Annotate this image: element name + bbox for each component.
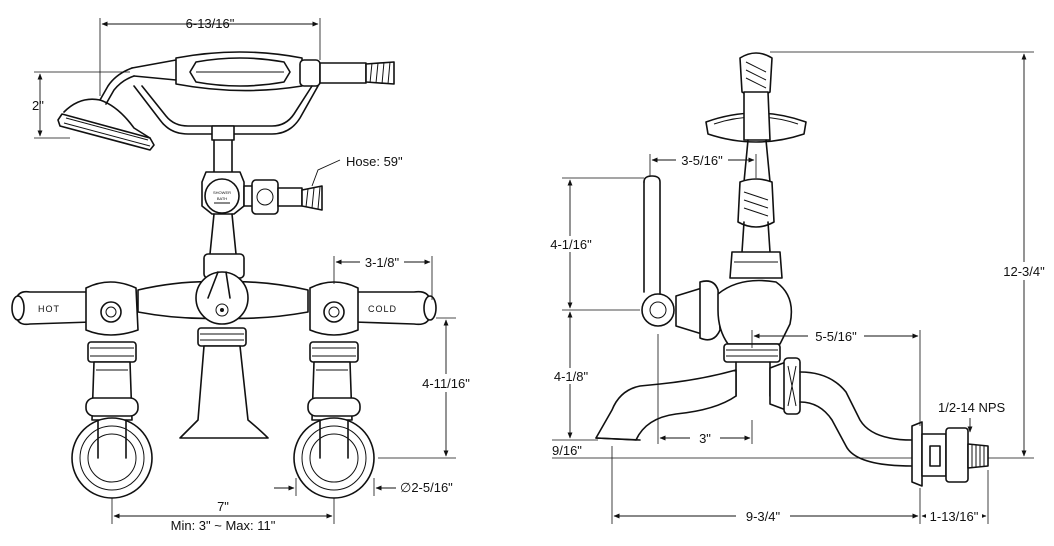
hot-label: HOT [38,304,60,314]
dim-centers: 7" [217,499,229,514]
front-dimensions: 6-13/16" 2" Hose: 59" 3-1/8" 4-11/16" ∅2… [32,16,474,533]
side-dimensions: 3-5/16" 4-1/16" 4-1/8" 12-3/4" 5-5/16" 1… [546,51,1052,524]
dim-height: 4-11/16" [422,376,470,391]
dim-cradle-width: 6-13/16" [186,16,235,31]
side-riser [643,175,661,301]
dim-spout-lip: 9/16" [552,443,582,458]
dim-shank-length: 1-13/16" [930,509,979,524]
cold-label: COLD [368,304,397,314]
dim-upper-height: 4-1/16" [550,237,592,252]
dim-flange-diameter: ∅2-5/16" [400,480,453,495]
side-spout [595,369,737,441]
dim-riser-offset: 3-5/16" [681,153,723,168]
dim-handle-spacing: 3-1/8" [365,255,400,270]
diverter-label-bath: BATH [217,196,227,201]
dim-lower-height: 4-1/8" [554,369,589,384]
diverter-label-shower: SHOWER [213,190,231,195]
dim-thread: 1/2-14 NPS [938,400,1006,415]
dim-overall-height: 12-3/4" [1003,264,1045,279]
side-view: 3-5/16" 4-1/16" 4-1/8" 12-3/4" 5-5/16" 1… [546,51,1052,524]
cold-handle: COLD [293,281,437,499]
riser-diverter: SHOWER BATH [201,139,323,279]
side-supply-arm [769,357,989,487]
dim-centers-range: Min: 3" ~ Max: 11" [171,518,276,533]
handshower-head [57,67,155,151]
handshower-handle [131,51,395,92]
dim-handshower-height: 2" [32,98,44,113]
faucet-body [137,271,309,439]
dim-overall-depth: 9-3/4" [746,509,781,524]
front-view: SHOWER BATH HOT [11,16,474,533]
side-handshower [705,52,807,279]
hot-handle: HOT [11,281,153,499]
cradle-arms [133,85,319,141]
dim-hose: Hose: 59" [346,154,403,169]
dim-spout-offset: 3" [699,431,711,446]
side-valve-body [641,279,793,397]
dim-inlet-reach: 5-5/16" [815,329,857,344]
